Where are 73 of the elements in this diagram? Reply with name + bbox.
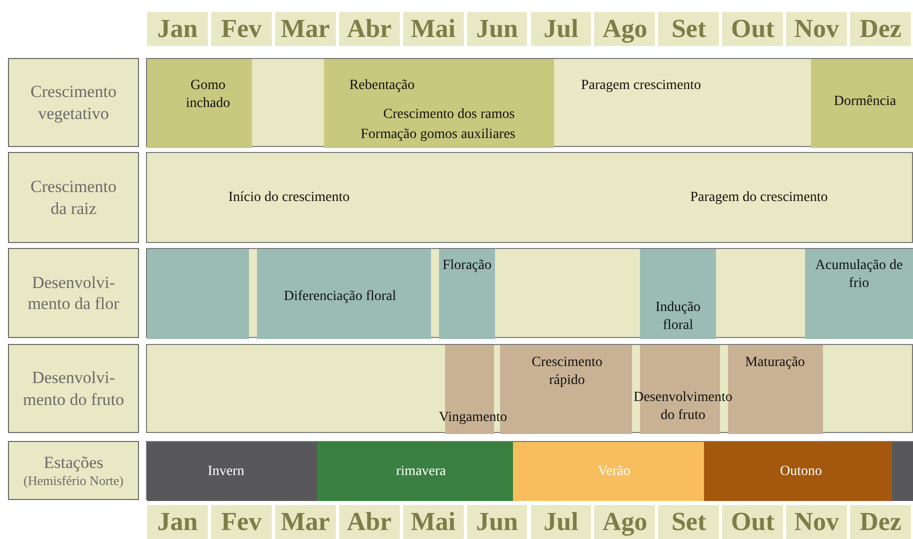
row-title: Desenvolvi- mento do fruto: [22, 367, 126, 410]
phase-block: [805, 249, 913, 339]
phase-label: Acumulação de frio: [815, 257, 903, 294]
phase-label: Vingamento: [438, 409, 508, 427]
month-header: Dez: [850, 12, 911, 46]
phase-block: [147, 249, 249, 339]
row-header: [8, 344, 139, 433]
season-block: [892, 442, 913, 501]
month-header: Jun: [466, 12, 528, 46]
month-header: Fev: [210, 12, 272, 46]
phase-label: Maturação: [744, 354, 806, 372]
row-title: (Hemisfério Norte): [24, 473, 124, 490]
month-header: Mai: [402, 505, 464, 539]
month-header: Dez: [850, 505, 911, 539]
phase-block: [324, 59, 554, 148]
phase-label: Diferenciação floral: [282, 288, 398, 306]
phase-label: Crescimento dos ramos: [382, 106, 516, 124]
month-header: Jul: [530, 12, 592, 46]
row-title: Crescimento vegetativo: [30, 81, 118, 124]
month-header: Out: [722, 505, 784, 539]
row-header: [8, 248, 139, 338]
phase-label: Paragem crescimento: [580, 77, 702, 95]
timeline-row: [146, 152, 913, 243]
month-header: Out: [722, 12, 784, 46]
phase-label: Rebentação: [348, 77, 416, 95]
month-header: Nov: [786, 505, 848, 539]
phase-label: Outono: [779, 463, 823, 481]
phase-label: Desenvolvimento do fruto: [632, 389, 734, 426]
phase-label: Indução floral: [654, 299, 702, 336]
phase-label: Formação gomos auxiliares: [360, 126, 516, 144]
phase-label: Crescimento rápido: [530, 354, 604, 390]
phase-block: [439, 249, 495, 339]
month-header: Jun: [466, 505, 528, 539]
phase-label: Floração: [442, 257, 492, 275]
row-header: [8, 152, 139, 243]
row-title: Crescimento da raiz: [30, 176, 118, 219]
phase-label: Invern: [206, 463, 246, 481]
phase-label: Início do crescimento: [227, 189, 351, 207]
month-header: Set: [658, 505, 720, 539]
month-header: Fev: [210, 505, 272, 539]
phase-label: rimavera: [395, 463, 447, 481]
month-header: Abr: [338, 12, 400, 46]
month-header: Abr: [338, 505, 400, 539]
month-header: Ago: [594, 505, 656, 539]
season-block: [513, 442, 704, 501]
phase-label: Paragem do crescimento: [689, 189, 829, 207]
month-header: Jul: [530, 505, 592, 539]
phase-block: [811, 59, 913, 148]
season-block: [317, 442, 513, 501]
month-header: Set: [658, 12, 720, 46]
phase-label: Verão: [596, 463, 632, 481]
phase-label: Dormência: [832, 93, 898, 111]
row-header: [8, 58, 139, 147]
month-header: Mar: [274, 505, 336, 539]
row-header: [8, 441, 139, 500]
season-bar: [146, 441, 913, 500]
row-title: Desenvolvi- mento da flor: [26, 272, 120, 314]
row-title: Estações: [42, 452, 104, 473]
month-header: Nov: [786, 12, 848, 46]
season-block: [704, 442, 892, 501]
month-header: Jan: [147, 12, 208, 46]
timeline-row: [146, 248, 913, 338]
phase-block: [640, 249, 716, 339]
month-header: Mar: [274, 12, 336, 46]
month-header: Jan: [147, 505, 208, 539]
timeline-row: [146, 58, 913, 147]
timeline-row: [146, 344, 913, 433]
phase-label: Gomo inchado: [184, 77, 232, 114]
season-block: [147, 442, 317, 501]
month-header: Ago: [594, 12, 656, 46]
phase-block: [147, 59, 252, 148]
phase-block: [257, 249, 431, 339]
month-header: Mai: [402, 12, 464, 46]
